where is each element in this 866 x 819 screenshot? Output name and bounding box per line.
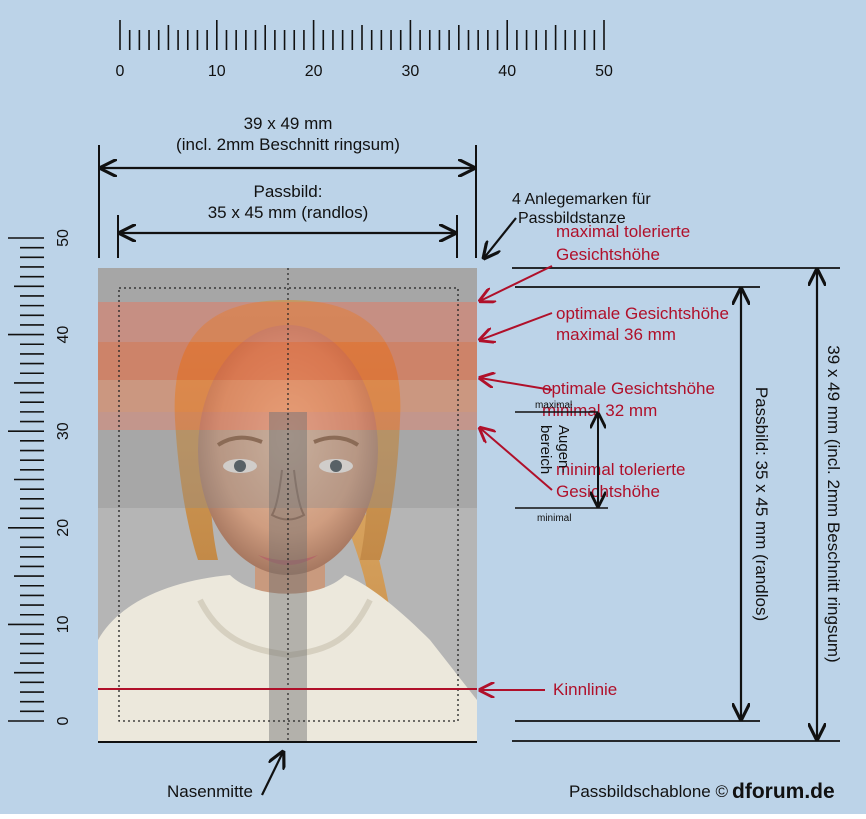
eye-maximal-label: maximal bbox=[535, 400, 572, 411]
eye-area-label-line2: bereich bbox=[537, 425, 554, 474]
inner-height-label: Passbild: 35 x 45 mm (randlos) bbox=[752, 387, 771, 621]
max-tol-line2: Gesichtshöhe bbox=[556, 245, 660, 264]
left-ruler-label: 40 bbox=[55, 326, 72, 344]
top-ruler-label: 10 bbox=[208, 63, 226, 80]
top-ruler-label: 30 bbox=[402, 63, 420, 80]
top-ruler-label: 0 bbox=[116, 63, 125, 80]
min-tol-line2: Gesichtshöhe bbox=[556, 482, 660, 501]
eye-area-label-line1: Augen- bbox=[555, 425, 572, 473]
min-tol-line1: minimal tolerierte bbox=[556, 460, 685, 479]
opt-max-line1: optimale Gesichtshöhe bbox=[556, 304, 729, 323]
inner-dim-line1: Passbild: bbox=[254, 182, 323, 201]
top-ruler-label: 20 bbox=[305, 63, 323, 80]
dforum-logo: dforum.de bbox=[732, 780, 835, 803]
left-ruler-label: 50 bbox=[55, 229, 72, 247]
kinnlinie-label: Kinnlinie bbox=[553, 680, 617, 699]
left-ruler-label: 10 bbox=[55, 615, 72, 633]
copyright-text: Passbildschablone © bbox=[569, 782, 728, 801]
inner-dim-line2: 35 x 45 mm (randlos) bbox=[208, 203, 369, 222]
opt-min-line1: optimale Gesichtshöhe bbox=[542, 379, 715, 398]
left-ruler-label: 20 bbox=[55, 519, 72, 537]
outer-dim-line2: (incl. 2mm Beschnitt ringsum) bbox=[176, 135, 400, 154]
left-ruler-label: 30 bbox=[55, 422, 72, 440]
nasenmitte-label: Nasenmitte bbox=[167, 782, 253, 801]
max-tol-line1: maximal tolerierte bbox=[556, 222, 690, 241]
outer-dim-line1: 39 x 49 mm bbox=[244, 114, 333, 133]
outer-height-label: 39 x 49 mm (incl. 2mm Beschnitt ringsum) bbox=[824, 345, 843, 662]
eye-minimal-label: minimal bbox=[537, 513, 571, 524]
anlegemarken-line1: 4 Anlegemarken für bbox=[512, 191, 651, 208]
left-ruler-label: 0 bbox=[55, 716, 72, 725]
top-ruler-label: 50 bbox=[595, 63, 613, 80]
band-nose-column bbox=[269, 412, 307, 742]
opt-max-line2: maximal 36 mm bbox=[556, 325, 676, 344]
top-ruler-label: 40 bbox=[498, 63, 516, 80]
